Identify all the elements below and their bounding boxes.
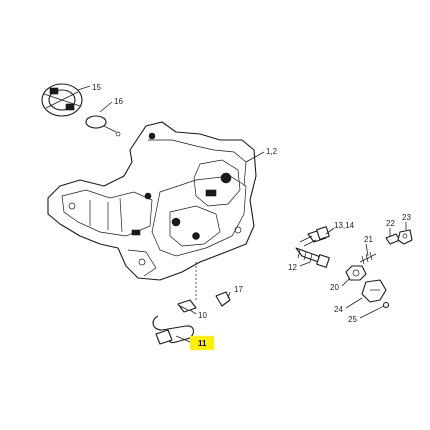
leader-lines — [77, 85, 407, 343]
callout-1-2: 1,2 — [266, 147, 278, 156]
callout-13-14: 13,14 — [334, 221, 355, 230]
seal-ring-part-16 — [85, 115, 121, 137]
callout-11: 11 — [198, 339, 207, 348]
callout-12: 12 — [288, 263, 297, 272]
oil-hose-part-11 — [152, 315, 195, 345]
callout-24: 24 — [334, 305, 343, 314]
fitting-part-23 — [397, 229, 413, 245]
valve-assembly-part-15 — [41, 83, 83, 117]
callout-21: 21 — [364, 235, 373, 244]
nut-part-20 — [345, 265, 367, 281]
screw-part-21 — [359, 251, 377, 265]
callout-10: 10 — [198, 311, 207, 320]
stud-bolt-part-13-14 — [299, 226, 330, 247]
callout-23: 23 — [402, 213, 411, 222]
bracket-part-24 — [361, 279, 387, 303]
screw-part-25 — [371, 301, 390, 313]
callout-20: 20 — [330, 283, 339, 292]
callout-16: 16 — [114, 97, 123, 106]
callout-17: 17 — [234, 285, 243, 294]
crankcase-part — [47, 121, 257, 281]
callout-25: 25 — [348, 315, 357, 324]
connector-part-10 — [177, 299, 197, 313]
callout-11-highlight — [190, 336, 214, 350]
plug-part-17 — [215, 291, 231, 307]
callout-15: 15 — [92, 83, 101, 92]
callout-22: 22 — [386, 219, 395, 228]
stud-bolt-part-12 — [295, 247, 330, 268]
